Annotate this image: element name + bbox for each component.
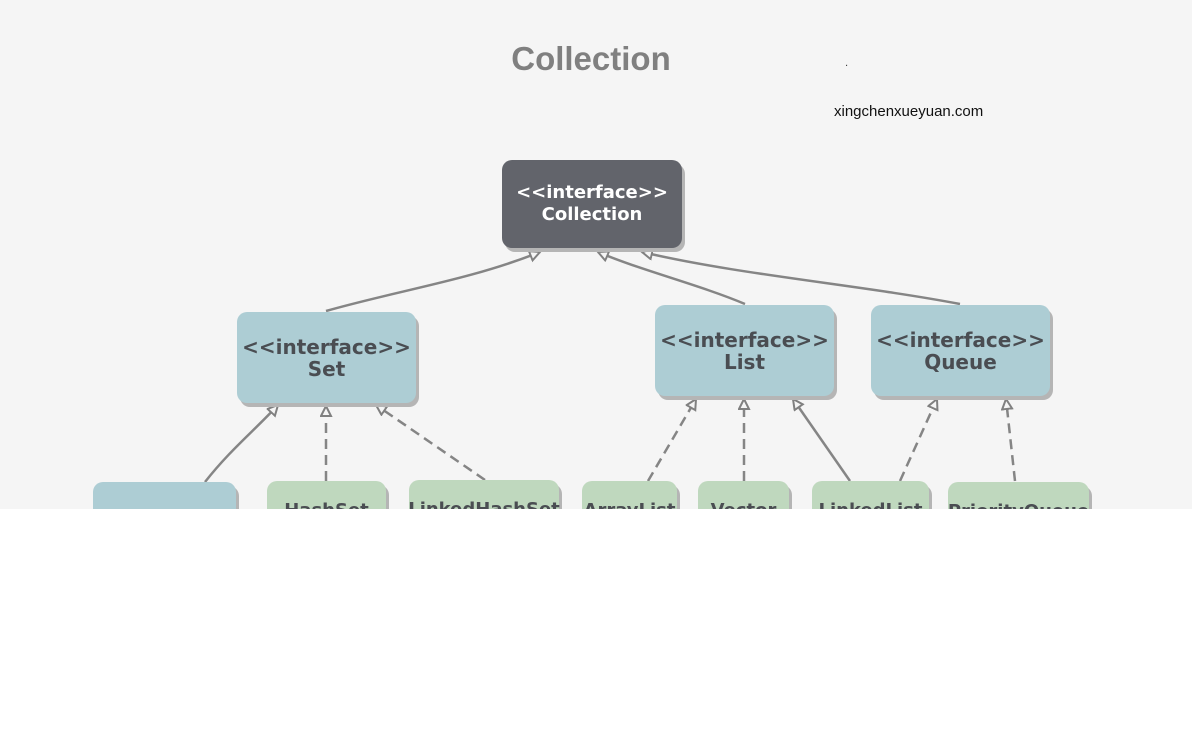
edge-list-collection (598, 252, 746, 306)
diagram-canvas: Collection . xingchenxueyuan.com <<inter… (93, 0, 1090, 509)
edges-layer (204, 0, 1017, 483)
node-name: HashSet (284, 500, 369, 509)
node-name: PriorityQueue (948, 501, 1089, 509)
node-collection: <<interface>> Collection (502, 160, 682, 248)
edge-linkedlist-queue (898, 399, 937, 482)
edge-linkedhashset-set (376, 405, 486, 482)
node-linkedlist: LinkedList (812, 481, 929, 509)
node-name: LinkedHashSet (408, 499, 560, 509)
node-name: Vector (711, 500, 777, 509)
node-set: <<interface>> Set (237, 312, 416, 403)
node-name: Set (307, 356, 346, 381)
node-stereotype: <<interface>> (876, 327, 1045, 352)
node-linkedhashset: LinkedHashSet (408, 480, 560, 509)
diagram-title: Collection (511, 40, 671, 77)
edge-sortedset-set (204, 405, 278, 483)
edge-arraylist-list (646, 399, 696, 482)
node-priorityqueue: PriorityQueue (948, 482, 1089, 509)
node-name: Queue (924, 349, 997, 374)
node-list: <<interface>> List (655, 305, 834, 396)
node-name: Collection (541, 204, 643, 225)
node-arraylist: ArrayList (582, 481, 677, 509)
node-name: List (723, 349, 766, 374)
node-queue: <<interface>> Queue (871, 305, 1050, 396)
node-hashset: HashSet (267, 481, 386, 509)
node-vector: Vector (698, 481, 789, 509)
edge-set-collection (325, 252, 540, 313)
node-sorted-set (93, 482, 236, 509)
node-name: ArrayList (584, 500, 676, 509)
stray-dot: . (845, 58, 849, 69)
edge-priorityqueue-queue (1006, 399, 1017, 482)
node-stereotype: <<interface>> (660, 327, 829, 352)
node-name: LinkedList (819, 500, 923, 509)
edge-queue-collection (642, 252, 961, 306)
node-stereotype: <<interface>> (242, 334, 411, 359)
edge-linkedlist-list (793, 399, 852, 482)
watermark-text: xingchenxueyuan.com (834, 103, 984, 120)
node-stereotype: <<interface>> (516, 182, 668, 203)
